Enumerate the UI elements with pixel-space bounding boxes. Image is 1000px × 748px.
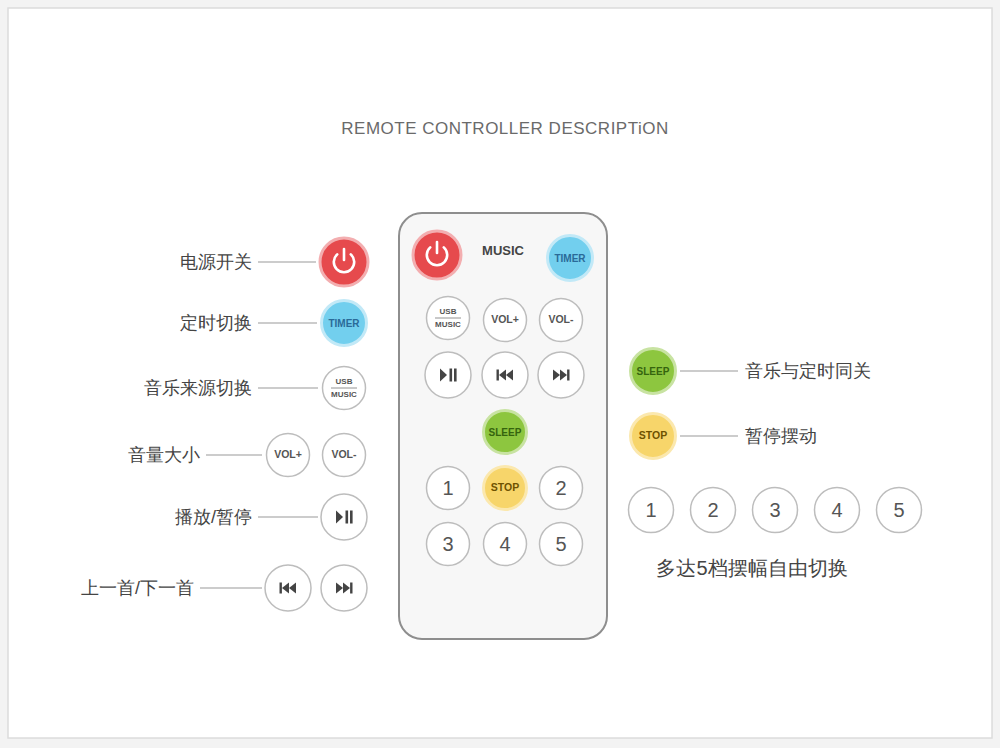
button-label: 5 bbox=[893, 499, 904, 521]
remote-button: SLEEP bbox=[629, 347, 677, 395]
icon-buttons bbox=[265, 231, 584, 611]
remote-fill bbox=[399, 213, 607, 639]
remote-button: 3 bbox=[751, 486, 799, 534]
frame bbox=[8, 8, 992, 738]
button-label: STOP bbox=[639, 430, 667, 442]
button-label: 4 bbox=[831, 499, 842, 521]
callout-label: 暂停摆动 bbox=[745, 424, 817, 448]
diagram-title: REMOTE CONTROLLER DESCRIPTiON bbox=[205, 119, 805, 139]
callout-label: 多达5档摆幅自由切换 bbox=[656, 555, 847, 582]
button-label: 3 bbox=[442, 533, 453, 555]
button-text-box: 4 bbox=[813, 486, 861, 534]
button-text-box: USB MUSIC bbox=[321, 365, 367, 411]
remote-button: TIMER bbox=[546, 234, 594, 282]
remote-button: VOL+ bbox=[265, 432, 311, 478]
button-text-box: VOL+ bbox=[482, 297, 528, 343]
button-label: VOL+ bbox=[274, 449, 302, 461]
button-label: 2 bbox=[555, 477, 566, 499]
remote-button: 5 bbox=[875, 486, 923, 534]
button-text-box: VOL- bbox=[321, 432, 367, 478]
button-label: TIMER bbox=[328, 318, 359, 329]
remote-button: VOL- bbox=[538, 297, 584, 343]
remote-button: SLEEP bbox=[482, 409, 528, 455]
button-text-box: 4 bbox=[482, 521, 528, 567]
button-circle bbox=[425, 295, 471, 341]
button-label: VOL- bbox=[331, 449, 356, 461]
button-text-box: 2 bbox=[689, 486, 737, 534]
button-label: TIMER bbox=[554, 253, 585, 264]
button-text-box: 5 bbox=[538, 521, 584, 567]
button-text-box: VOL+ bbox=[265, 432, 311, 478]
button-label: VOL- bbox=[548, 314, 573, 326]
remote-button: USB MUSIC bbox=[321, 365, 367, 411]
remote-button: STOP bbox=[629, 412, 677, 460]
button-text-box: 3 bbox=[425, 521, 471, 567]
remote-button: 3 bbox=[425, 521, 471, 567]
button-text-box: STOP bbox=[629, 412, 677, 460]
remote-button: VOL- bbox=[321, 432, 367, 478]
button-label: VOL+ bbox=[491, 314, 519, 326]
remote-button: 4 bbox=[813, 486, 861, 534]
button-text-box: TIMER bbox=[320, 299, 368, 347]
remote-button: 4 bbox=[482, 521, 528, 567]
callout-label: 定时切换 bbox=[180, 311, 252, 335]
remote-button: 5 bbox=[538, 521, 584, 567]
button-label: 1 bbox=[645, 499, 656, 521]
remote-button: VOL+ bbox=[482, 297, 528, 343]
remote-button: 1 bbox=[627, 486, 675, 534]
button-label: 5 bbox=[555, 533, 566, 555]
callout-label: 上一首/下一首 bbox=[81, 576, 194, 600]
callout-label: 电源开关 bbox=[180, 250, 252, 274]
button-label: SLEEP bbox=[637, 366, 670, 377]
remote-button: STOP bbox=[482, 465, 528, 511]
remote-body: MUSICTIMERUSB MUSICVOL+VOL-SLEEP1STOP234… bbox=[398, 212, 608, 640]
callout-label: 播放/暂停 bbox=[175, 505, 252, 529]
button-label: STOP bbox=[491, 482, 519, 494]
button-text-box: 3 bbox=[751, 486, 799, 534]
button-label: 1 bbox=[442, 477, 453, 499]
button-text-box: USB MUSIC bbox=[425, 295, 471, 341]
button-label: 2 bbox=[707, 499, 718, 521]
callout-label: 音乐来源切换 bbox=[144, 376, 252, 400]
button-label: USB MUSIC bbox=[433, 305, 463, 331]
button-text-box: SLEEP bbox=[482, 409, 528, 455]
button-text-box: 2 bbox=[538, 465, 584, 511]
callout-label: 音乐与定时同关 bbox=[745, 359, 871, 383]
button-label: 3 bbox=[769, 499, 780, 521]
button-text-box: TIMER bbox=[546, 234, 594, 282]
button-text-box: 1 bbox=[627, 486, 675, 534]
button-text-box: SLEEP bbox=[629, 347, 677, 395]
button-circle bbox=[321, 365, 367, 411]
remote-button: 2 bbox=[538, 465, 584, 511]
button-label: 4 bbox=[499, 533, 510, 555]
button-text-box: VOL- bbox=[538, 297, 584, 343]
callout-label: 音量大小 bbox=[128, 443, 200, 467]
remote-button: USB MUSIC bbox=[425, 295, 471, 341]
leader-lines bbox=[200, 262, 738, 588]
button-text-box: 1 bbox=[425, 465, 471, 511]
remote-button: 1 bbox=[425, 465, 471, 511]
button-label: USB MUSIC bbox=[329, 375, 359, 401]
button-text-box: STOP bbox=[482, 465, 528, 511]
button-text-box: 5 bbox=[875, 486, 923, 534]
remote-button: 2 bbox=[689, 486, 737, 534]
button-label: SLEEP bbox=[489, 427, 522, 438]
remote-button: TIMER bbox=[320, 299, 368, 347]
